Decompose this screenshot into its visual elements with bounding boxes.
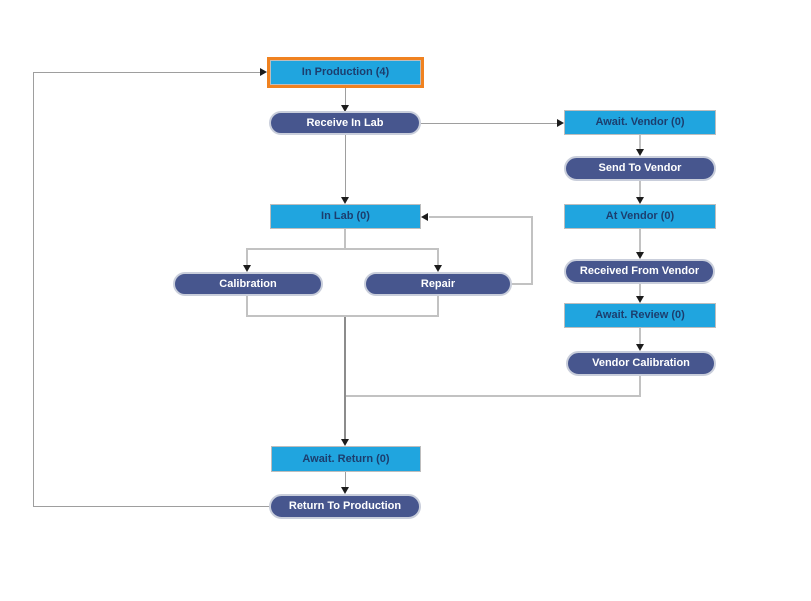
connector-receiveinlab-inlab — [345, 135, 346, 197]
arrowhead-into-receive-in-lab — [341, 105, 349, 112]
connector-merge-to-awaitreturn — [344, 317, 346, 439]
connector-split-horizontal — [246, 248, 439, 250]
arrowhead-into-await-vendor — [557, 119, 564, 127]
arrowhead-into-in-lab-top — [341, 197, 349, 204]
connector-atvendor-receivedfromvendor — [639, 229, 641, 252]
arrowhead-into-in-lab-right — [421, 213, 428, 221]
connector-split-drop-calibration — [246, 248, 248, 265]
node-receive-in-lab[interactable]: Receive In Lab — [269, 111, 421, 135]
connector-receiveinlab-awaitvendor — [421, 123, 557, 124]
node-await-return[interactable]: Await. Return (0) — [271, 446, 421, 472]
connector-awaitreview-vendorcalibration — [639, 328, 641, 344]
arrowhead-into-send-to-vendor — [636, 149, 644, 156]
connector-merge-repair-drop — [437, 296, 439, 317]
connector-merge-calibration-drop — [246, 296, 248, 317]
arrowhead-into-calibration — [243, 265, 251, 272]
connector-return-loop-vertical — [33, 72, 34, 507]
arrowhead-into-await-review — [636, 296, 644, 303]
arrowhead-into-received-from-vendor — [636, 252, 644, 259]
connector-repair-loop-out — [512, 283, 533, 285]
connector-receivedfromvendor-awaitreview — [639, 284, 641, 296]
connector-repair-loop-top — [429, 216, 533, 218]
connector-vendorcalibration-drop — [639, 376, 641, 396]
connector-return-loop-bottom — [33, 506, 270, 507]
connector-merge-horizontal — [246, 315, 439, 317]
arrowhead-into-vendor-calibration — [636, 344, 644, 351]
arrowhead-into-return-to-production — [341, 487, 349, 494]
connector-awaitreturn-returntoproduction — [345, 472, 346, 487]
node-return-to-production[interactable]: Return To Production — [269, 494, 421, 519]
node-at-vendor[interactable]: At Vendor (0) — [564, 204, 716, 229]
node-send-to-vendor[interactable]: Send To Vendor — [564, 156, 716, 181]
node-await-vendor[interactable]: Await. Vendor (0) — [564, 110, 716, 135]
node-repair[interactable]: Repair — [364, 272, 512, 296]
connector-sendtovendor-atvendor — [639, 181, 641, 197]
node-calibration[interactable]: Calibration — [173, 272, 323, 296]
arrowhead-into-in-production — [260, 68, 267, 76]
arrowhead-into-at-vendor — [636, 197, 644, 204]
arrowhead-into-repair — [434, 265, 442, 272]
connector-split-drop-repair — [437, 248, 439, 265]
connector-awaitvendor-sendtovendor — [639, 135, 641, 149]
connector-inlab-split-stub — [344, 229, 346, 248]
arrowhead-into-await-return — [341, 439, 349, 446]
node-vendor-calibration[interactable]: Vendor Calibration — [566, 351, 716, 376]
node-received-from-vendor[interactable]: Received From Vendor — [564, 259, 715, 284]
node-await-review[interactable]: Await. Review (0) — [564, 303, 716, 328]
node-in-lab[interactable]: In Lab (0) — [270, 204, 421, 229]
connector-repair-loop-vertical — [531, 216, 533, 285]
connector-vendorcalibration-horizontal — [346, 395, 641, 397]
connector-inproduction-receiveinlab — [345, 88, 346, 105]
connector-return-loop-top — [33, 72, 260, 73]
node-in-production[interactable]: In Production (4) — [267, 57, 424, 88]
